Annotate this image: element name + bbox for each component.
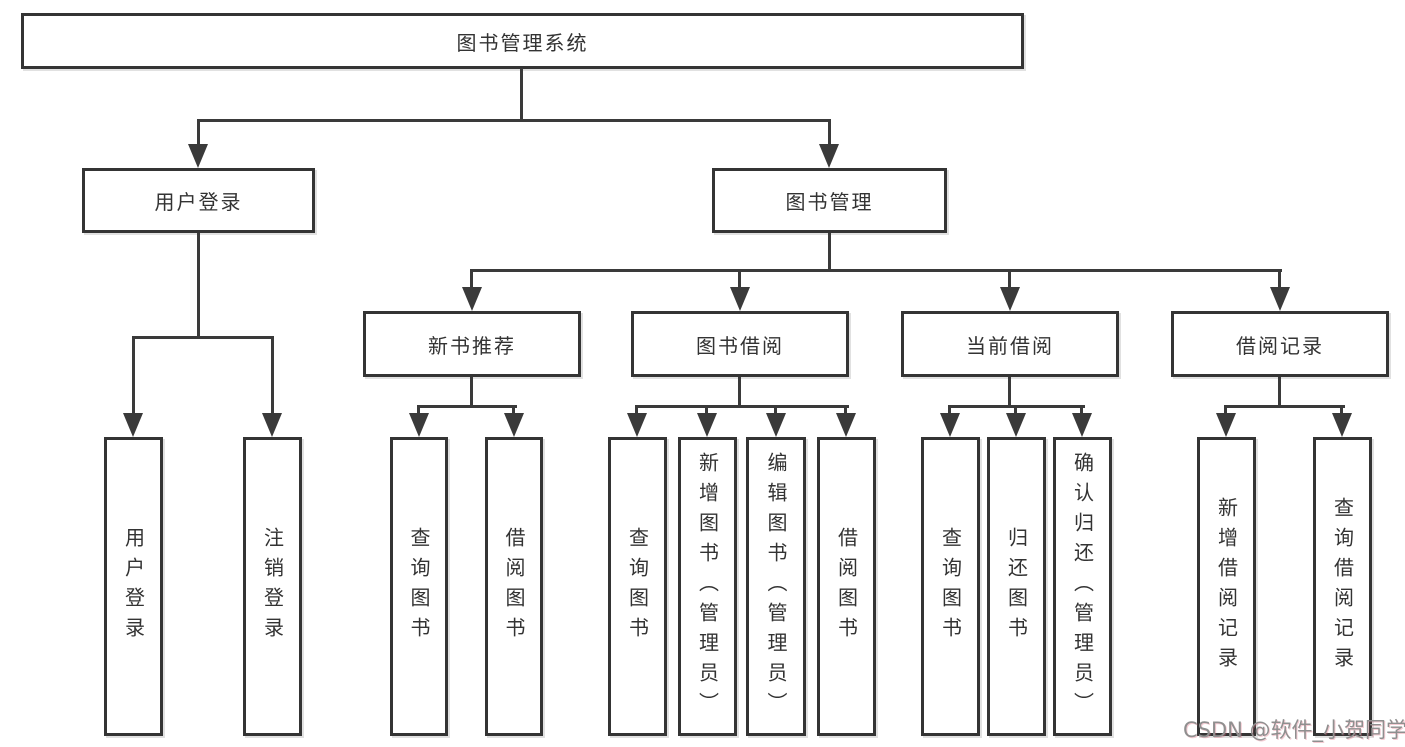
connector-arrowhead — [730, 287, 750, 311]
leaf-query-books-borrow: 查询图书 — [608, 437, 667, 736]
leaf-borrow-books: 借阅图书 — [817, 437, 876, 736]
leaf-borrow-books-recommend: 借阅图书 — [485, 437, 543, 736]
connector-line — [705, 405, 708, 417]
connector-line — [132, 336, 135, 416]
connector-line — [197, 233, 200, 339]
connector-line — [828, 119, 831, 147]
node-current-borrowing: 当前借阅 — [901, 311, 1119, 377]
connector-line — [512, 405, 515, 417]
connector-line — [1278, 269, 1281, 291]
connector-arrowhead — [766, 413, 786, 437]
connector-line — [1008, 377, 1011, 408]
connector-line — [1014, 405, 1017, 417]
connector-line — [948, 405, 951, 417]
connector-line — [1224, 405, 1227, 417]
connector-line — [197, 119, 831, 122]
leaf-query-borrow-record: 查询借阅记录 — [1313, 437, 1372, 736]
csdn-watermark: CSDN @软件_小贺同学 — [1183, 718, 1405, 742]
node-library-management-system: 图书管理系统 — [21, 13, 1024, 69]
connector-line — [470, 269, 473, 291]
connector-line — [1008, 269, 1011, 291]
connector-line — [738, 377, 741, 408]
connector-line — [1080, 405, 1083, 417]
connector-line — [844, 405, 847, 417]
leaf-confirm-return-admin: 确认归还（管理员） — [1053, 437, 1112, 736]
connector-line — [635, 405, 638, 417]
connector-arrowhead — [262, 413, 282, 437]
leaf-query-books-recommend: 查询图书 — [390, 437, 448, 736]
connector-arrowhead — [1006, 413, 1026, 437]
connector-line — [635, 405, 849, 408]
node-borrowing-records: 借阅记录 — [1171, 311, 1389, 377]
connector-line — [417, 405, 420, 417]
connector-arrowhead — [1072, 413, 1092, 437]
connector-line — [1340, 405, 1343, 417]
leaf-return-books: 归还图书 — [987, 437, 1046, 736]
connector-line — [1278, 377, 1281, 408]
connector-line — [197, 119, 200, 147]
connector-arrowhead — [697, 413, 717, 437]
connector-line — [417, 405, 517, 408]
connector-line — [470, 269, 1282, 272]
connector-arrowhead — [504, 413, 524, 437]
connector-line — [132, 336, 274, 339]
connector-line — [738, 269, 741, 291]
node-book-management: 图书管理 — [712, 168, 947, 233]
connector-arrowhead — [1000, 287, 1020, 311]
connector-arrowhead — [940, 413, 960, 437]
connector-line — [828, 233, 831, 272]
node-book-borrowing: 图书借阅 — [631, 311, 849, 377]
connector-arrowhead — [409, 413, 429, 437]
connector-arrowhead — [462, 287, 482, 311]
connector-line — [774, 405, 777, 417]
leaf-add-borrow-record: 新增借阅记录 — [1197, 437, 1256, 736]
connector-arrowhead — [836, 413, 856, 437]
connector-line — [520, 68, 523, 122]
connector-arrowhead — [188, 144, 208, 168]
connector-arrowhead — [123, 413, 143, 437]
connector-arrowhead — [819, 144, 839, 168]
node-user-login: 用户登录 — [82, 168, 315, 233]
connector-arrowhead — [1332, 413, 1352, 437]
connector-arrowhead — [1270, 287, 1290, 311]
leaf-logout: 注销登录 — [243, 437, 302, 736]
connector-line — [1224, 405, 1345, 408]
connector-line — [271, 336, 274, 416]
connector-arrowhead — [627, 413, 647, 437]
leaf-query-books-current: 查询图书 — [921, 437, 980, 736]
leaf-add-books-admin: 新增图书（管理员） — [678, 437, 737, 736]
leaf-edit-books-admin: 编辑图书（管理员） — [746, 437, 806, 736]
connector-line — [470, 377, 473, 408]
connector-arrowhead — [1216, 413, 1236, 437]
leaf-user-login: 用户登录 — [104, 437, 163, 736]
node-new-book-recommendation: 新书推荐 — [363, 311, 581, 377]
